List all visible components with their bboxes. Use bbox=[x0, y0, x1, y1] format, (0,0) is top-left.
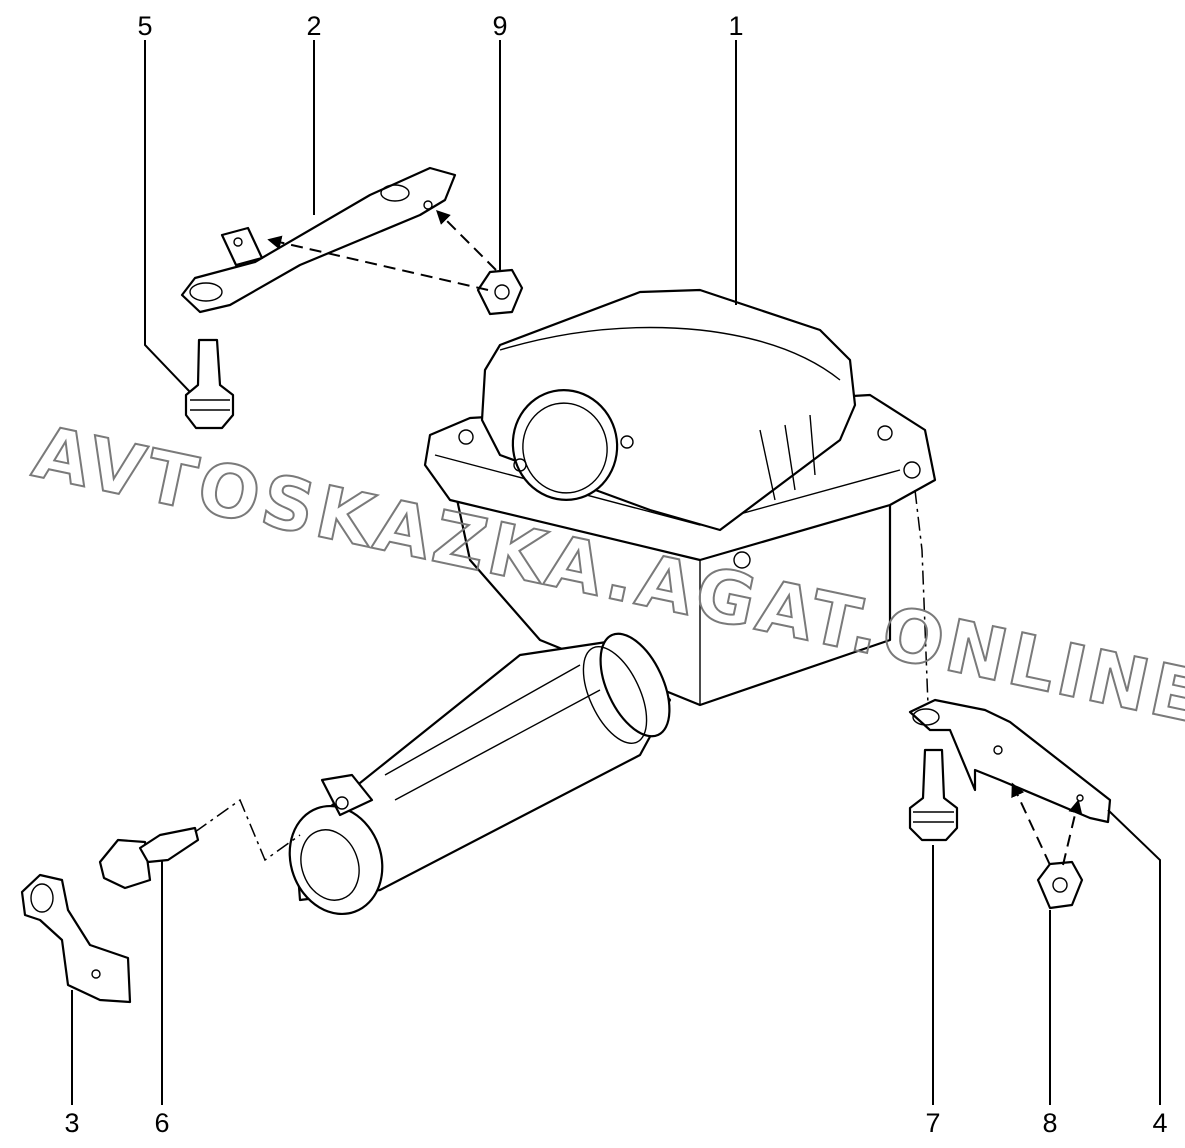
right-bracket bbox=[908, 698, 1112, 824]
stud-right bbox=[908, 748, 959, 842]
part-label-2: 2 bbox=[306, 11, 321, 41]
air-filter-housing bbox=[423, 288, 937, 707]
assembly-arrows bbox=[194, 210, 1083, 866]
part-label-4: 4 bbox=[1152, 1108, 1167, 1138]
grommet-left bbox=[98, 826, 200, 890]
lower-left-bracket bbox=[20, 873, 132, 1004]
part-label-3: 3 bbox=[64, 1108, 79, 1138]
nut-top bbox=[476, 268, 524, 316]
part-label-6: 6 bbox=[154, 1108, 169, 1138]
part-label-5: 5 bbox=[137, 11, 152, 41]
upper-bracket bbox=[180, 166, 457, 314]
part-label-7: 7 bbox=[925, 1108, 940, 1138]
part-label-1: 1 bbox=[728, 11, 743, 41]
part-label-9: 9 bbox=[492, 11, 507, 41]
part-label-8: 8 bbox=[1042, 1108, 1057, 1138]
leader-lines bbox=[71, 40, 1161, 1105]
nut-right bbox=[1036, 860, 1084, 910]
stud-top bbox=[184, 338, 235, 430]
intake-pipe bbox=[288, 632, 672, 916]
